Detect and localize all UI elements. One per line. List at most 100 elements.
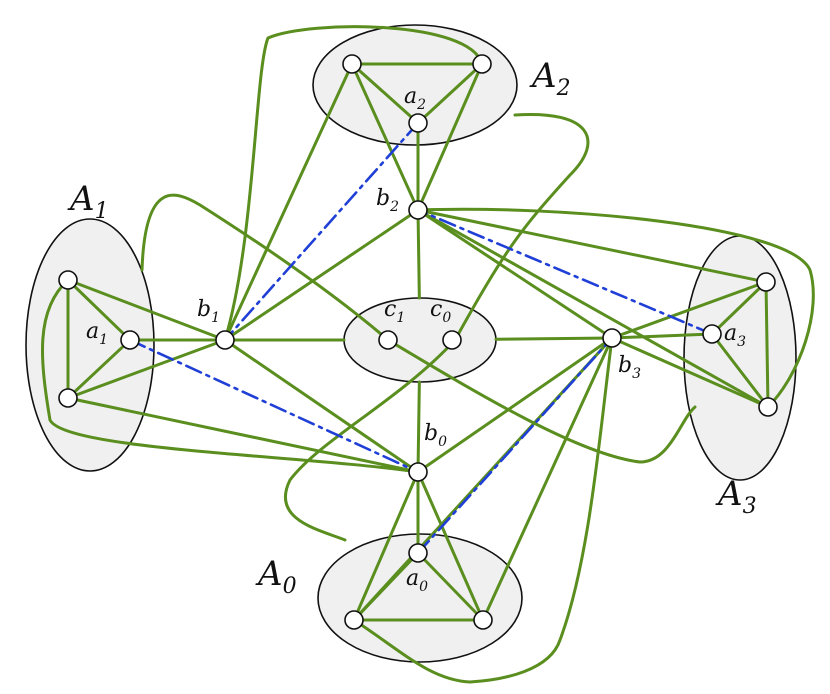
curve-c0-to-a0 <box>283 338 457 542</box>
vertex-a0_right <box>473 610 493 630</box>
vertex-label-letter: b <box>618 353 632 378</box>
group-label-a0: A0 <box>255 554 297 599</box>
vertex-label-subscript: 3 <box>737 334 746 350</box>
vertex-label-c0: c0 <box>430 297 451 326</box>
edge-a3-b3 <box>610 332 714 340</box>
vertex-label-letter: c <box>384 297 396 322</box>
vertex-a0 <box>408 543 428 563</box>
vertex-label-a0: a0 <box>406 566 428 595</box>
vertex-label-b2: b2 <box>376 186 399 215</box>
curve-b2-to-a3-bottom <box>416 207 815 409</box>
edge-b2-b3 <box>416 208 614 340</box>
edge-a0_right-b0 <box>416 470 485 622</box>
dashed-edge-a2-b1 <box>223 121 420 342</box>
edge-a1_bottom-a1 <box>66 338 132 400</box>
vertex-b1 <box>215 330 235 350</box>
group-label-a2: A2 <box>529 56 571 101</box>
edge-b1-a2_left <box>223 62 354 342</box>
vertex-label-subscript: 2 <box>389 199 399 215</box>
curve-a2-right-to-b1 <box>223 25 484 342</box>
curve-c1-to-a3 <box>386 338 697 464</box>
group-blob-a2 <box>312 24 518 146</box>
vertex-a1_bottom <box>58 388 78 408</box>
edge-b2-a3_bottom <box>416 208 770 409</box>
dashed-edge-a0-b3 <box>416 336 614 555</box>
edge-a3_top-b3 <box>610 280 768 340</box>
edge-a1_bottom-b1 <box>66 338 227 400</box>
vertex-a2_left <box>342 54 362 74</box>
vertex-label-subscript: 1 <box>99 332 108 348</box>
vertex-a1 <box>120 330 140 350</box>
vertex-a0_left <box>344 610 364 630</box>
vertex-label-letter: c <box>430 297 442 322</box>
vertex-label-letter: a <box>404 84 417 109</box>
edge-b3-a0_right <box>481 336 614 622</box>
group-label-a3: A3 <box>715 474 757 519</box>
vertex-c1 <box>378 330 398 350</box>
vertex-label-a1: a1 <box>86 319 108 348</box>
edge-a2_left-b2 <box>350 62 420 212</box>
vertex-label-c1: c1 <box>384 297 405 326</box>
curve-a2-to-c0 <box>453 112 590 342</box>
vertex-label-letter: a <box>86 319 99 344</box>
vertex-label-a3: a3 <box>724 321 746 350</box>
dashed-edge-a3-b2 <box>416 208 714 336</box>
edge-a2_right-a2 <box>416 62 484 125</box>
vertex-label-subscript: 3 <box>632 366 641 382</box>
vertex-label-letter: b <box>197 297 211 322</box>
curve-a0-left-to-b3 <box>352 336 614 684</box>
vertex-a3_bottom <box>758 397 778 417</box>
vertex-label-subscript: 0 <box>419 579 428 595</box>
vertex-label-a2: a2 <box>404 84 426 113</box>
vertex-b0 <box>408 462 428 482</box>
vertices <box>58 54 778 630</box>
vertex-label-subscript: 2 <box>416 97 426 113</box>
edge-a2_right-b2 <box>416 62 484 212</box>
edge-a1_top-b1 <box>66 278 227 342</box>
edge-b0-c_blob <box>416 380 421 474</box>
vertex-a2_right <box>472 54 492 74</box>
vertex-a3_top <box>756 272 776 292</box>
dashed-edges <box>128 121 714 555</box>
vertex-a2 <box>408 113 428 133</box>
curved-edges <box>41 25 815 684</box>
straight-edges <box>66 62 770 622</box>
edge-a0_left-b0 <box>352 470 420 622</box>
group-label-a1: A1 <box>67 179 109 224</box>
edge-a3_bottom-a3 <box>710 332 770 409</box>
edge-a2_left-a2 <box>350 62 420 125</box>
edge-b3-c_blob <box>494 336 614 341</box>
vertex-label-letter: a <box>724 321 737 346</box>
edge-a1_top-a1 <box>66 278 132 342</box>
edge-b3-b0 <box>416 336 614 474</box>
edge-b0-b1 <box>223 338 420 474</box>
vertex-label-b0: b0 <box>424 421 447 450</box>
edge-b0-a1_bottom <box>66 396 420 474</box>
vertex-b2 <box>408 200 428 220</box>
vertex-label-subscript: 0 <box>438 434 447 450</box>
edge-a3_top-a3 <box>710 280 768 336</box>
vertex-label-letter: b <box>376 186 390 211</box>
vertex-b3 <box>602 328 622 348</box>
group-blob-a3 <box>683 235 797 481</box>
vertex-label-subscript: 1 <box>396 310 405 326</box>
group-labels: A2 A1 A3 A0 <box>67 56 757 599</box>
vertex-label-letter: b <box>424 421 438 446</box>
vertex-label-b1: b1 <box>197 297 220 326</box>
vertex-label-b3: b3 <box>618 353 641 382</box>
vertex-a1_top <box>58 270 78 290</box>
edge-a3_bottom-b3 <box>610 336 770 409</box>
vertex-a3 <box>702 324 722 344</box>
edge-b2-c_blob <box>416 208 421 300</box>
vertex-label-letter: a <box>406 566 419 591</box>
edge-b2-a3_top <box>416 208 768 284</box>
vertex-label-subscript: 1 <box>211 310 220 326</box>
dashed-edge-a1-b0 <box>128 338 420 474</box>
curve-a1-to-c1 <box>140 193 390 342</box>
vertex-c0 <box>442 330 462 350</box>
edge-a0_right-a0 <box>416 551 485 622</box>
vertex-label-subscript: 0 <box>442 310 451 326</box>
edge-a3_top-a3_bottom <box>764 280 770 409</box>
